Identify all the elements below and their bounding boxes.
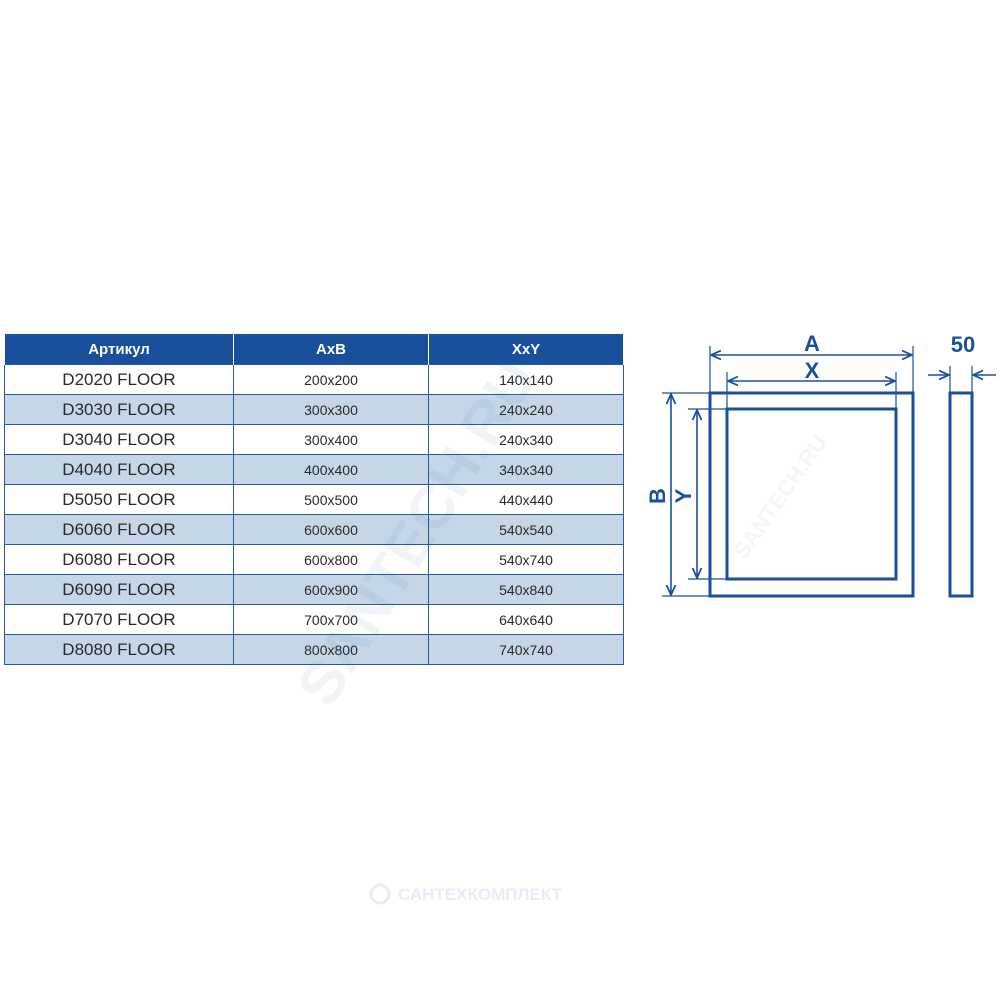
cell-xxy: 540x840: [428, 574, 624, 605]
cell-xxy: 440x440: [428, 484, 624, 515]
header-article: Артикул: [4, 334, 234, 365]
cell-xxy: 540x540: [428, 514, 624, 545]
header-axb: AxB: [233, 334, 429, 365]
cell-xxy: 740x740: [428, 634, 624, 665]
cell-axb: 200x200: [233, 364, 429, 395]
cell-article: D3040 FLOOR: [4, 424, 234, 455]
watermark-footer-text: САНТЕХКОМПЛЕКТ: [398, 885, 563, 904]
cell-axb: 400x400: [233, 454, 429, 485]
cell-article: D6060 FLOOR: [4, 514, 234, 545]
cell-article: D6080 FLOOR: [4, 544, 234, 575]
inner-opening: [725, 407, 898, 581]
table-header-row: Артикул AxB XxY: [4, 334, 624, 365]
header-xxy: XxY: [428, 334, 624, 365]
cell-xxy: 340x340: [428, 454, 624, 485]
cell-axb: 800x800: [233, 634, 429, 665]
cell-axb: 600x800: [233, 544, 429, 575]
label-depth: 50: [951, 332, 975, 357]
label-x: X: [805, 358, 820, 383]
watermark-footer: САНТЕХКОМПЛЕКТ: [369, 883, 563, 905]
label-y: Y: [671, 488, 696, 503]
cell-axb: 700x700: [233, 604, 429, 635]
outer-frame: [708, 391, 915, 598]
cell-axb: 300x300: [233, 394, 429, 425]
cell-axb: 600x600: [233, 514, 429, 545]
cell-axb: 500x500: [233, 484, 429, 515]
watermark-small: SANTECH.RU: [729, 430, 832, 562]
label-a: A: [804, 331, 820, 356]
watermark-logo-icon: [369, 883, 391, 905]
cell-article: D8080 FLOOR: [4, 634, 234, 665]
watermark-diagonal: SANTECH.RU: [284, 348, 549, 717]
side-profile: [948, 391, 974, 598]
label-b: B: [645, 488, 670, 504]
cell-article: D2020 FLOOR: [4, 364, 234, 395]
cell-article: D6090 FLOOR: [4, 574, 234, 605]
